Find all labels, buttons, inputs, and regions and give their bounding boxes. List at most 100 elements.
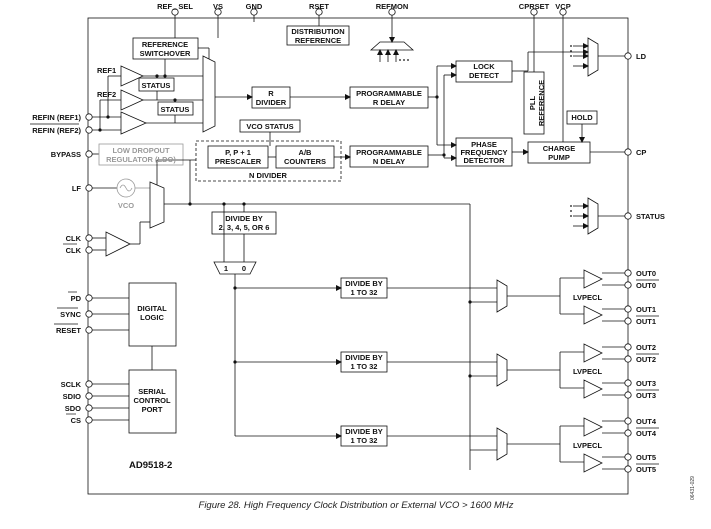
text-div2-2: 1 TO 32 [351, 436, 378, 445]
text-lvpecl-0: LVPECL [573, 293, 602, 302]
pll-reference-block [523, 71, 545, 135]
label-status: STATUS [636, 212, 665, 221]
text-serial-2: CONTROL [133, 396, 170, 405]
label-out3: OUT3 [636, 379, 656, 388]
lock-detect-block [455, 60, 513, 83]
text-prog-r-1: PROGRAMMABLE [356, 89, 422, 98]
label-ref2: REF2 [97, 90, 116, 99]
distribution-reference-block [286, 25, 350, 46]
label-out4: OUT4 [636, 417, 657, 426]
label-refin: REFIN (REF1) [32, 113, 81, 122]
text-prog-r-2: R DELAY [373, 98, 405, 107]
label-sdo: SDO [65, 404, 81, 413]
text-cp-2: PUMP [548, 153, 570, 162]
n-divider-dashed-box [195, 140, 342, 182]
text-mux-1: 1 [224, 264, 228, 273]
label-vcp: VCP [555, 2, 570, 11]
label-ref1: REF1 [97, 66, 116, 75]
chip-outline [87, 17, 629, 495]
text-ab-1: A/B [299, 148, 313, 157]
text-div-main-2: 2, 3, 4, 5, OR 6 [219, 223, 270, 232]
text-hold: HOLD [571, 113, 593, 122]
text-ref-switch-1: REFERENCE [142, 40, 188, 49]
text-vco-status: VCO STATUS [246, 122, 293, 131]
text-div2-1: DIVIDE BY [345, 427, 383, 436]
status-block-2 [157, 101, 194, 116]
programmable-n-delay-block [349, 145, 429, 168]
text-prog-n-2: N DELAY [373, 157, 405, 166]
label-clk: CLK [66, 234, 82, 243]
ldo-block [98, 143, 184, 166]
status-block-1 [138, 77, 175, 92]
text-div1-2: 1 TO 32 [351, 362, 378, 371]
label-out5-b: OUT5 [636, 465, 656, 474]
text-pfd-1: PHASE [471, 140, 497, 149]
pin-gnd [250, 8, 258, 16]
digital-logic-block [128, 282, 177, 347]
text-pfd-3: DETECTOR [463, 156, 505, 165]
r-divider-block [251, 86, 291, 109]
text-lock-2: DETECT [469, 71, 499, 80]
text-pll-ref-2: REFERENCE [537, 80, 546, 126]
label-out0-b: OUT0 [636, 281, 656, 290]
label-sync: SYNC [60, 310, 81, 319]
label-bypass: BYPASS [51, 150, 81, 159]
text-digital-2: LOGIC [140, 313, 164, 322]
text-pll-ref-1: PLL [528, 96, 537, 111]
text-status-1: STATUS [142, 81, 171, 90]
text-div0-1: DIVIDE BY [345, 279, 383, 288]
label-out1: OUT1 [636, 305, 656, 314]
text-ref-switch-2: SWITCHOVER [140, 49, 191, 58]
pin-ref-sel [171, 8, 179, 16]
charge-pump-block [527, 141, 591, 164]
mux-output-select [213, 261, 257, 275]
text-serial-1: SERIAL [138, 387, 166, 396]
text-serial-3: PORT [142, 405, 163, 414]
text-ldo-1: LOW DROPOUT [112, 146, 169, 155]
text-ldo-2: REGULATOR (LDO) [106, 155, 176, 164]
serial-control-port-block [128, 369, 177, 434]
text-n-div: N DIVIDER [249, 171, 288, 180]
text-lock-1: LOCK [473, 62, 495, 71]
chip-name: AD9518-2 [129, 460, 172, 471]
text-pfd-2: FREQUENCY [460, 148, 507, 157]
text-div1-1: DIVIDE BY [345, 353, 383, 362]
label-cp: CP [636, 148, 646, 157]
text-lvpecl-1: LVPECL [573, 367, 602, 376]
label-refin-b: REFIN (REF2) [32, 126, 81, 135]
label-ld: LD [636, 52, 647, 61]
text-presc-2: PRESCALER [215, 157, 262, 166]
programmable-r-delay-block [349, 86, 429, 109]
label-vs: VS [213, 2, 223, 11]
text-vco: VCO [118, 201, 134, 210]
label-sdio: SDIO [63, 392, 82, 401]
text-dist-ref-1: DISTRIBUTION [291, 27, 344, 36]
text-div-main-1: DIVIDE BY [225, 214, 263, 223]
label-ref-sel: REF_ SEL [157, 2, 193, 11]
pin-vcp [559, 8, 567, 16]
label-refmon: REFMON [376, 2, 409, 11]
pin-vs [214, 8, 222, 16]
label-out4-b: OUT4 [636, 429, 657, 438]
side-code: 06431-029 [690, 476, 696, 500]
label-cprset: CPRSET [519, 2, 550, 11]
text-dist-ref-2: REFERENCE [295, 36, 341, 45]
text-lvpecl-2: LVPECL [573, 441, 602, 450]
label-out5: OUT5 [636, 453, 656, 462]
reference-switchover-block [132, 37, 199, 60]
pin-cprset [530, 8, 538, 16]
label-pd: PD [71, 294, 82, 303]
pin-refmon [388, 8, 396, 16]
text-cp-1: CHARGE [543, 144, 576, 153]
text-mux-0: 0 [242, 264, 246, 273]
label-out3-b: OUT3 [636, 391, 656, 400]
figure-caption: Figure 28. High Frequency Clock Distribu… [199, 500, 514, 511]
pin-rset [315, 8, 323, 16]
text-digital-1: DIGITAL [137, 304, 167, 313]
label-sclk: SCLK [61, 380, 82, 389]
text-r-div-1: R [268, 89, 274, 98]
label-rset: RSET [309, 2, 329, 11]
label-reset: RESET [56, 326, 81, 335]
label-out2: OUT2 [636, 343, 656, 352]
